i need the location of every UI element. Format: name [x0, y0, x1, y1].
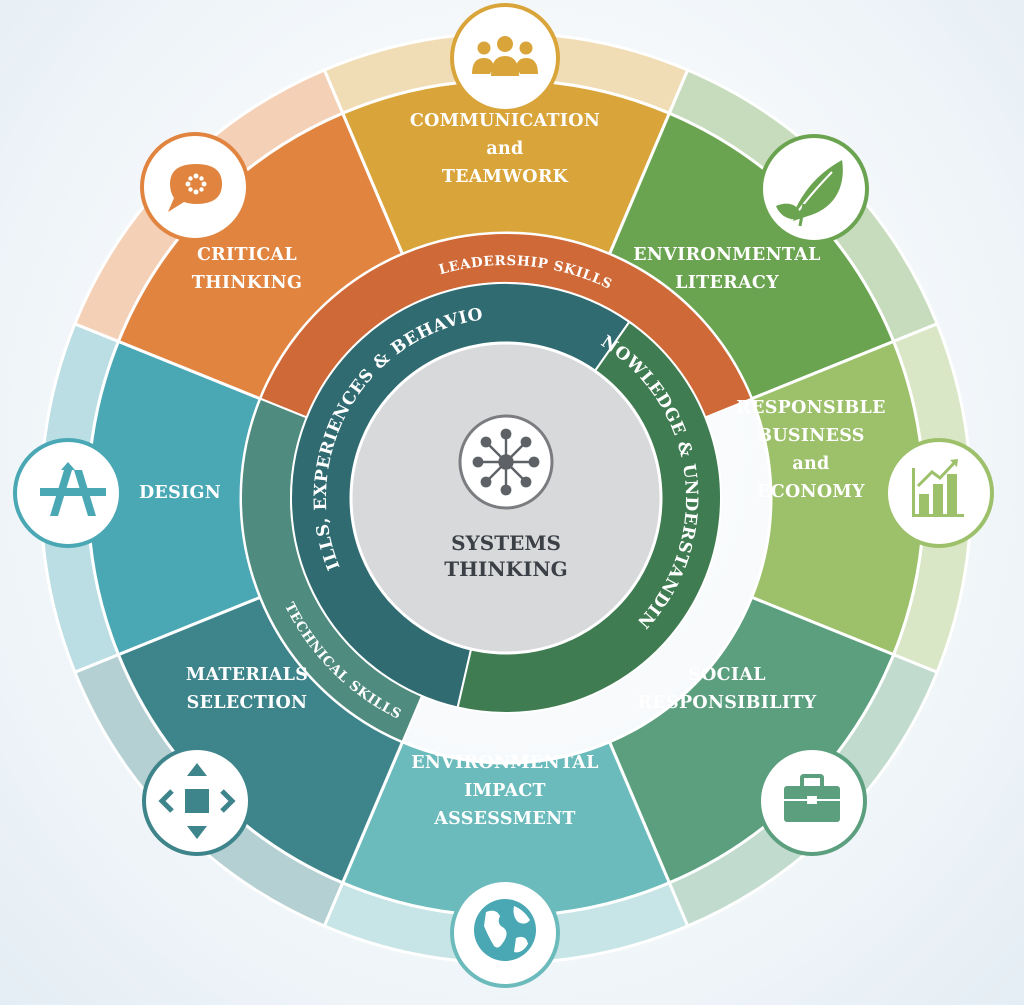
segment-labels: COMMUNICATIONandTEAMWORKENVIRONMENTALLIT…: [139, 111, 885, 829]
segment-label-responsible-business: ECONOMY: [757, 482, 865, 502]
segment-label-communication: and: [486, 139, 523, 159]
skill-segments: [86, 78, 926, 918]
design-tools-icon: [13, 438, 123, 548]
segment-label-environmental-impact: ASSESSMENT: [433, 809, 575, 829]
segment-label-environmental-impact: ENVIRONMENTAL: [411, 753, 598, 773]
segment-label-critical-thinking: CRITICAL: [197, 245, 297, 265]
segment-label-responsible-business: and: [792, 454, 829, 474]
segment-label-responsible-business: BUSINESS: [757, 426, 865, 446]
segment-label-environmental-literacy: LITERACY: [675, 273, 779, 293]
center-title-line1: SYSTEMS: [451, 531, 561, 555]
segment-label-materials-selection: SELECTION: [187, 693, 308, 713]
segment-label-environmental-literacy: ENVIRONMENTAL: [633, 245, 820, 265]
segment-label-communication: TEAMWORK: [442, 167, 569, 187]
move-arrows-icon: [142, 746, 252, 856]
segment-label-critical-thinking: THINKING: [192, 273, 302, 293]
segment-label-communication: COMMUNICATION: [410, 111, 600, 131]
segment-label-social-responsibility: SOCIAL: [688, 665, 766, 685]
speech-bubble-icon: [140, 132, 250, 242]
network-hub-icon: [458, 414, 554, 510]
briefcase-icon: [757, 746, 867, 856]
icon-badges: [13, 3, 994, 988]
people-group-icon: [450, 3, 560, 113]
center-title-line2: THINKING: [444, 557, 568, 581]
segment-label-social-responsibility: RESPONSIBILITY: [638, 693, 817, 713]
leaf-icon: [759, 134, 869, 244]
segment-label-materials-selection: MATERIALS: [186, 665, 308, 685]
growth-chart-icon: [884, 438, 994, 548]
globe-icon: [450, 878, 560, 988]
segment-label-design: DESIGN: [139, 483, 221, 503]
segment-label-responsible-business: RESPONSIBLE: [736, 398, 885, 418]
segment-label-environmental-impact: IMPACT: [464, 781, 546, 801]
